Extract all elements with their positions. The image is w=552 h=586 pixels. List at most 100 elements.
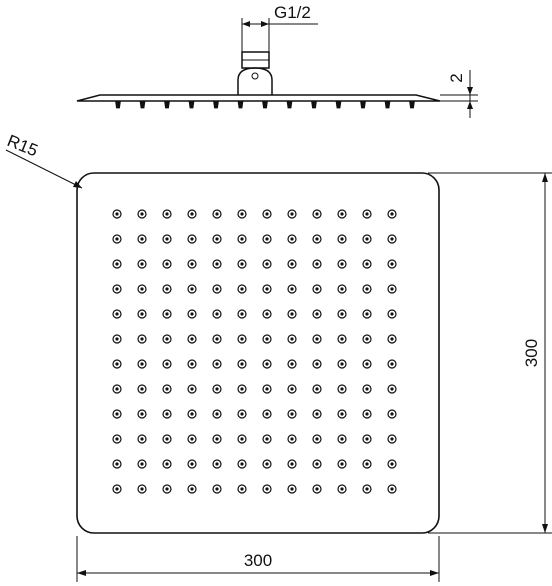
nozzle	[162, 434, 172, 444]
nozzle	[162, 284, 172, 294]
width-dimension: 300	[76, 536, 440, 582]
shower-plate	[76, 172, 440, 534]
nozzle	[262, 259, 272, 269]
nozzle	[162, 484, 172, 494]
nozzle	[112, 359, 122, 369]
nozzle	[287, 234, 297, 244]
nozzle	[262, 309, 272, 319]
nozzle	[187, 459, 197, 469]
nozzle	[212, 259, 222, 269]
thread-size-label: G1/2	[274, 3, 311, 22]
nozzle	[312, 384, 322, 394]
nozzle	[312, 434, 322, 444]
nozzle	[137, 409, 147, 419]
nozzle	[112, 309, 122, 319]
nozzle	[362, 434, 372, 444]
nozzle	[112, 409, 122, 419]
nozzle	[362, 459, 372, 469]
nozzle	[237, 434, 247, 444]
nozzle	[262, 234, 272, 244]
ball-joint-screw	[251, 72, 259, 80]
nozzle	[262, 434, 272, 444]
nozzle	[387, 484, 397, 494]
nozzle	[137, 309, 147, 319]
nozzle	[362, 309, 372, 319]
nozzle	[387, 359, 397, 369]
nozzle	[162, 384, 172, 394]
side-nozzle	[286, 100, 293, 109]
nozzle	[187, 334, 197, 344]
nozzle	[287, 484, 297, 494]
nozzle	[237, 209, 247, 219]
nozzle	[212, 409, 222, 419]
nozzle	[312, 334, 322, 344]
nozzle	[262, 459, 272, 469]
nozzle	[137, 434, 147, 444]
nozzle	[212, 459, 222, 469]
nozzle	[137, 359, 147, 369]
thickness-label: 2	[447, 73, 466, 82]
radius-dimension: R15	[5, 131, 83, 189]
nozzle	[362, 234, 372, 244]
side-nozzle	[139, 100, 146, 109]
nozzle	[287, 459, 297, 469]
nozzle	[387, 309, 397, 319]
nozzle	[387, 209, 397, 219]
nozzle	[387, 459, 397, 469]
nozzle	[137, 484, 147, 494]
nozzle	[287, 209, 297, 219]
nozzle	[262, 334, 272, 344]
nozzle	[137, 209, 147, 219]
nozzle	[162, 209, 172, 219]
side-nozzle	[188, 100, 195, 109]
nozzle	[362, 259, 372, 269]
nozzle	[162, 459, 172, 469]
nozzle	[337, 284, 347, 294]
top-view	[76, 172, 440, 534]
nozzle	[187, 359, 197, 369]
nozzle	[237, 284, 247, 294]
nozzle	[212, 284, 222, 294]
nozzle	[237, 234, 247, 244]
nozzle	[337, 209, 347, 219]
nozzle-grid	[112, 209, 397, 494]
nozzle	[362, 384, 372, 394]
nozzle	[387, 384, 397, 394]
nozzle	[362, 484, 372, 494]
nozzle	[312, 234, 322, 244]
nozzle	[187, 234, 197, 244]
nozzle	[337, 409, 347, 419]
nozzle	[262, 359, 272, 369]
nozzle	[237, 309, 247, 319]
nozzle	[337, 384, 347, 394]
nozzle	[312, 259, 322, 269]
nozzle	[212, 384, 222, 394]
nozzle	[112, 259, 122, 269]
side-nozzle	[164, 100, 170, 109]
nozzle	[312, 209, 322, 219]
nozzle	[387, 259, 397, 269]
nozzle	[112, 209, 122, 219]
nozzle	[187, 384, 197, 394]
nozzle	[212, 359, 222, 369]
nozzle	[162, 409, 172, 419]
nozzle	[362, 409, 372, 419]
nozzle	[312, 409, 322, 419]
side-nozzle	[384, 100, 391, 109]
nozzle	[312, 359, 322, 369]
nozzle	[162, 259, 172, 269]
nozzle	[387, 234, 397, 244]
nozzle	[312, 484, 322, 494]
nozzle	[337, 309, 347, 319]
nozzle	[112, 334, 122, 344]
nozzle	[112, 434, 122, 444]
nozzle	[212, 484, 222, 494]
nozzle	[337, 334, 347, 344]
nozzle	[187, 409, 197, 419]
nozzle	[337, 359, 347, 369]
nozzle	[312, 309, 322, 319]
nozzle	[362, 209, 372, 219]
radius-label: R15	[5, 131, 41, 160]
nozzle	[137, 259, 147, 269]
